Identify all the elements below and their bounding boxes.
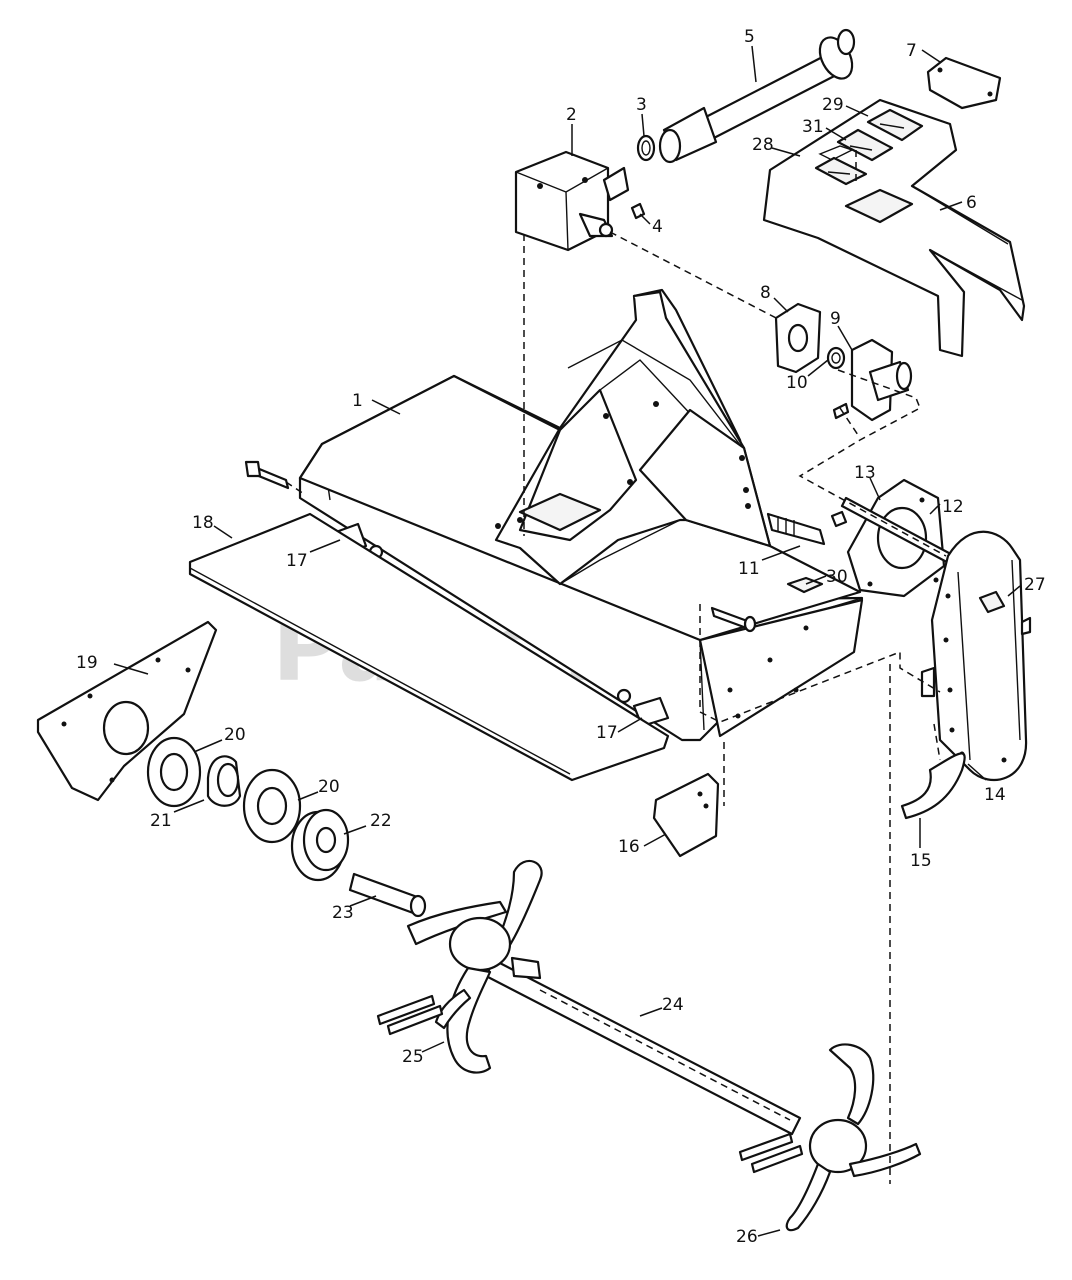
part-8-bearing-flange[interactable] [774, 302, 822, 374]
callout-17-right: 17 [596, 723, 618, 743]
callout-13: 13 [854, 463, 876, 483]
callout-31: 31 [802, 117, 824, 137]
callout-22: 22 [370, 811, 392, 831]
callout-30: 30 [826, 567, 848, 587]
part-9-bearing-housing[interactable] [832, 338, 913, 422]
callout-20-right: 20 [318, 777, 340, 797]
callout-29: 29 [822, 95, 844, 115]
callout-15: 15 [910, 851, 932, 871]
part-24-tine-shaft[interactable] [484, 956, 802, 1136]
callout-11: 11 [738, 559, 760, 579]
callout-7: 7 [906, 41, 917, 61]
assembly-dash-lines [285, 231, 947, 1184]
callout-6: 6 [966, 193, 977, 213]
part-22-collar[interactable] [290, 808, 350, 882]
callout-1: 1 [352, 391, 363, 411]
part-3-snap-ring[interactable] [636, 134, 656, 162]
part-15-scraper[interactable] [900, 752, 966, 820]
part-23-shaft[interactable] [348, 872, 427, 918]
callout-labels: 2 3 4 5 7 6 29 31 28 8 9 10 1 13 12 11 3… [76, 27, 1046, 1247]
callout-4: 4 [652, 217, 663, 237]
callout-24: 24 [662, 995, 684, 1015]
callout-14: 14 [984, 785, 1006, 805]
callout-16: 16 [618, 837, 640, 857]
part-7-cover-plate[interactable] [926, 56, 1002, 110]
part-11-stub-shaft[interactable] [766, 512, 826, 546]
part-19-side-plate[interactable] [36, 620, 218, 802]
part-6-gear-shield[interactable] [762, 98, 1026, 358]
callout-8: 8 [760, 283, 771, 303]
callout-20-left: 20 [224, 725, 246, 745]
part-10-bushing[interactable] [826, 346, 846, 370]
callout-5: 5 [744, 27, 755, 47]
callout-25: 25 [402, 1047, 424, 1067]
callout-17-left: 17 [286, 551, 308, 571]
part-13-drive-key[interactable] [830, 510, 848, 528]
part-20-seal-right[interactable] [242, 768, 302, 844]
callout-12: 12 [942, 497, 964, 517]
part-1-main-frame[interactable] [298, 288, 864, 742]
part-5-drive-shaft[interactable] [658, 28, 859, 164]
callout-23: 23 [332, 903, 354, 923]
callout-26: 26 [736, 1227, 758, 1247]
callout-2: 2 [566, 105, 577, 125]
callout-21: 21 [150, 811, 172, 831]
part-25-tine-assembly[interactable] [376, 860, 543, 1074]
callout-28: 28 [752, 135, 774, 155]
part-21-bearing[interactable] [206, 755, 242, 807]
callout-9: 9 [830, 309, 841, 329]
part-14-chain-case[interactable] [920, 530, 1032, 782]
part-20-seal-left[interactable] [146, 736, 202, 808]
part-16-bracket[interactable] [652, 772, 720, 858]
callout-18: 18 [192, 513, 214, 533]
callout-leaders [113, 45, 1021, 1237]
hood-bolt[interactable] [244, 460, 290, 490]
part-18-rear-flap[interactable] [188, 512, 670, 782]
part-26-tine-assembly[interactable] [738, 1043, 922, 1232]
callout-27: 27 [1024, 575, 1046, 595]
callout-10: 10 [786, 373, 808, 393]
part-2-gearbox[interactable] [514, 150, 630, 252]
callout-19: 19 [76, 653, 98, 673]
callout-3: 3 [636, 95, 647, 115]
